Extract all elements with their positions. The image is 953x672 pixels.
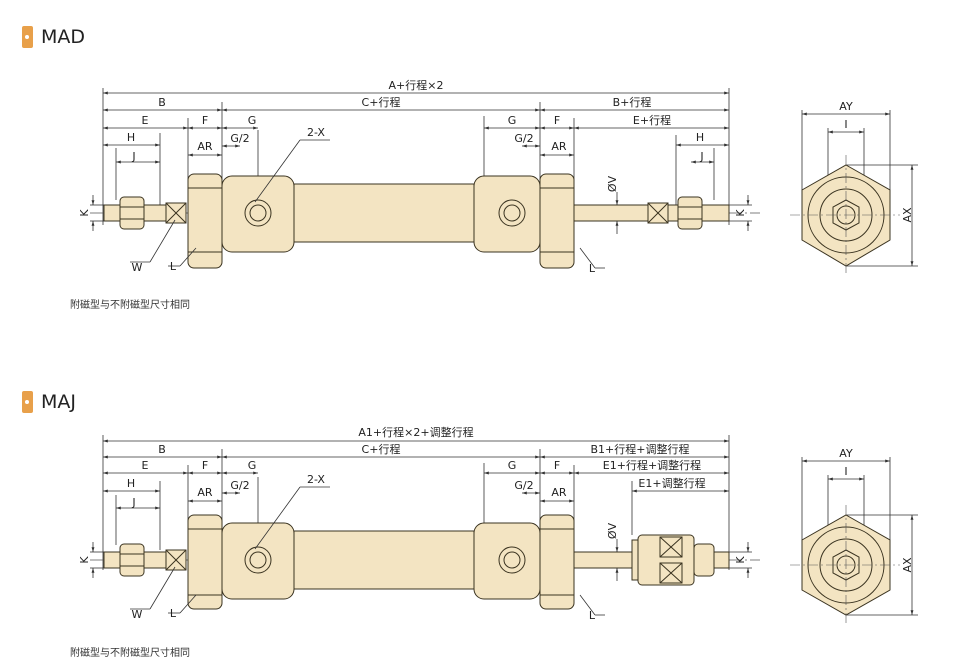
dim-c-label: C+行程: [362, 443, 401, 456]
dim-total-label: A+行程×2: [389, 79, 444, 92]
dim-h-label: H: [127, 477, 135, 490]
dim-g2-right-label: G/2: [514, 132, 533, 145]
dim-k-label: K: [78, 209, 91, 217]
mad-note: 附磁型与不附磁型尺寸相同: [70, 300, 190, 311]
section-title-mad: MAD: [22, 26, 85, 48]
dim-g-label: G: [248, 114, 257, 127]
dim-e1-adj-label: E1+调整行程: [638, 476, 705, 490]
dim-c-label: C+行程: [362, 96, 401, 109]
dim-ar-right-label: AR: [551, 140, 567, 153]
label-l-right: L: [589, 262, 596, 275]
mad-cylinder-drawing: A+行程×2 B C+行程 B+行程 E F G G F E+行程 H H AR…: [78, 79, 918, 275]
dim-k-label: K: [78, 556, 91, 564]
dim-e-label: E: [142, 114, 149, 127]
dim-b-label: B: [158, 96, 166, 109]
dim-e-right-label: E+行程: [633, 114, 671, 127]
end-i-label: I: [844, 465, 847, 478]
dim-k-right-label: K: [734, 556, 747, 564]
end-ay-label: AY: [839, 100, 853, 113]
section-tag-icon: [22, 391, 33, 413]
dim-g-right-label: G: [508, 114, 517, 127]
section-title-text: MAJ: [41, 391, 76, 413]
label-w: W: [132, 261, 143, 274]
dim-b-right-label: B+行程: [613, 96, 652, 109]
dim-b-right-label: B1+行程+调整行程: [591, 442, 690, 456]
dim-j-label: J: [131, 496, 135, 509]
dim-f-label: F: [202, 114, 208, 127]
maj-end-view: AY I AX: [790, 447, 918, 625]
dim-ar-label: AR: [197, 486, 213, 499]
dim-e-label: E: [142, 459, 149, 472]
maj-cylinder-drawing: A1+行程×2+调整行程 B C+行程 B1+行程+调整行程 E F G G F…: [78, 425, 918, 625]
section-title-text: MAD: [41, 26, 86, 48]
dim-ov-label: ØV: [606, 175, 619, 192]
dim-ov-label: ØV: [606, 522, 619, 539]
dim-ar-right-label: AR: [551, 486, 567, 499]
dim-h-label: H: [127, 131, 135, 144]
dim-g2-label: G/2: [230, 132, 249, 145]
dim-g-right-label: G: [508, 459, 517, 472]
dim-g2-label: G/2: [230, 479, 249, 492]
dim-k-right-label: K: [734, 209, 747, 217]
dim-e-right-label: E1+行程+调整行程: [603, 458, 701, 472]
end-ax-label: AX: [901, 207, 914, 223]
port-x-label: 2-X: [307, 473, 325, 486]
dim-h-right-label: H: [696, 131, 704, 144]
dim-total-label: A1+行程×2+调整行程: [358, 425, 473, 439]
port-x-label: 2-X: [307, 126, 325, 139]
dim-j-label: J: [131, 150, 135, 163]
end-i-label: I: [844, 118, 847, 131]
dim-j-right-label: J: [699, 150, 703, 163]
label-l: L: [170, 607, 177, 620]
dim-f-label: F: [202, 459, 208, 472]
maj-note: 附磁型与不附磁型尺寸相同: [70, 648, 190, 659]
dim-b-label: B: [158, 443, 166, 456]
label-l: L: [170, 260, 177, 273]
section-title-maj: MAJ: [22, 391, 76, 413]
mad-end-view: AY I AX: [790, 100, 918, 275]
dim-f-right-label: F: [554, 114, 560, 127]
dim-f-right-label: F: [554, 459, 560, 472]
section-tag-icon: [22, 26, 33, 48]
label-l-right: L: [589, 609, 596, 622]
end-ax-label: AX: [901, 557, 914, 573]
dim-g2-right-label: G/2: [514, 479, 533, 492]
label-w: W: [132, 608, 143, 621]
dim-g-label: G: [248, 459, 257, 472]
dim-ar-label: AR: [197, 140, 213, 153]
end-ay-label: AY: [839, 447, 853, 460]
